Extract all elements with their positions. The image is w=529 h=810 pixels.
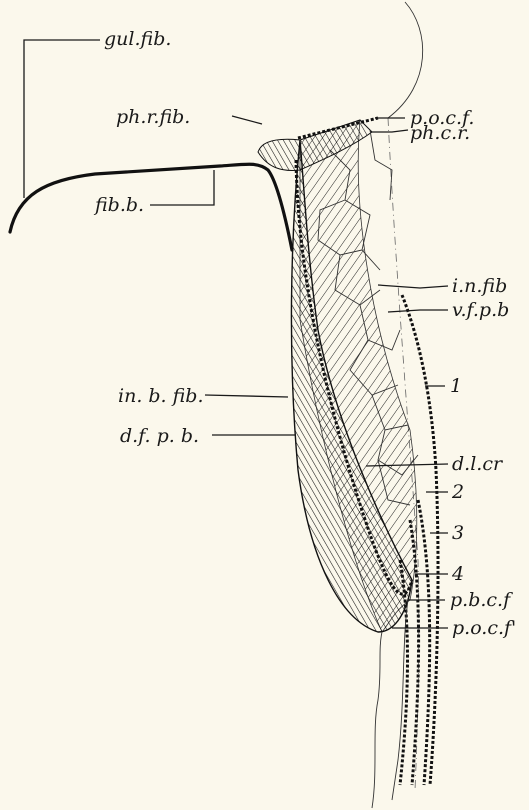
label-3: 3 xyxy=(452,522,464,544)
label-v-f-p-b: v.f.p.b xyxy=(452,299,509,321)
label-p-b-c-f: p.b.c.f xyxy=(450,589,513,611)
label-gul-fib: gul.fib. xyxy=(104,28,171,50)
label-fib-b: fib.b. xyxy=(93,194,144,216)
label-ph-r-fib: ph.r.fib. xyxy=(116,106,190,128)
label-2: 2 xyxy=(451,481,464,503)
gular-fibre-band xyxy=(10,164,292,250)
label-i-n-fib: i.n.fib xyxy=(452,275,507,297)
label-d-l-cr: d.l.cr xyxy=(452,453,504,475)
label-p-o-c-f-prime: p.o.c.f' xyxy=(452,617,516,639)
label-d-f-p-b: d.f. p. b. xyxy=(120,425,199,447)
outer-contour-top xyxy=(388,2,423,118)
lower-contour xyxy=(372,632,382,808)
label-in-b-fib: in. b. fib. xyxy=(118,385,204,407)
label-4: 4 xyxy=(451,563,464,585)
label-1: 1 xyxy=(450,375,462,397)
label-ph-c-r: ph.c.r. xyxy=(410,122,470,144)
